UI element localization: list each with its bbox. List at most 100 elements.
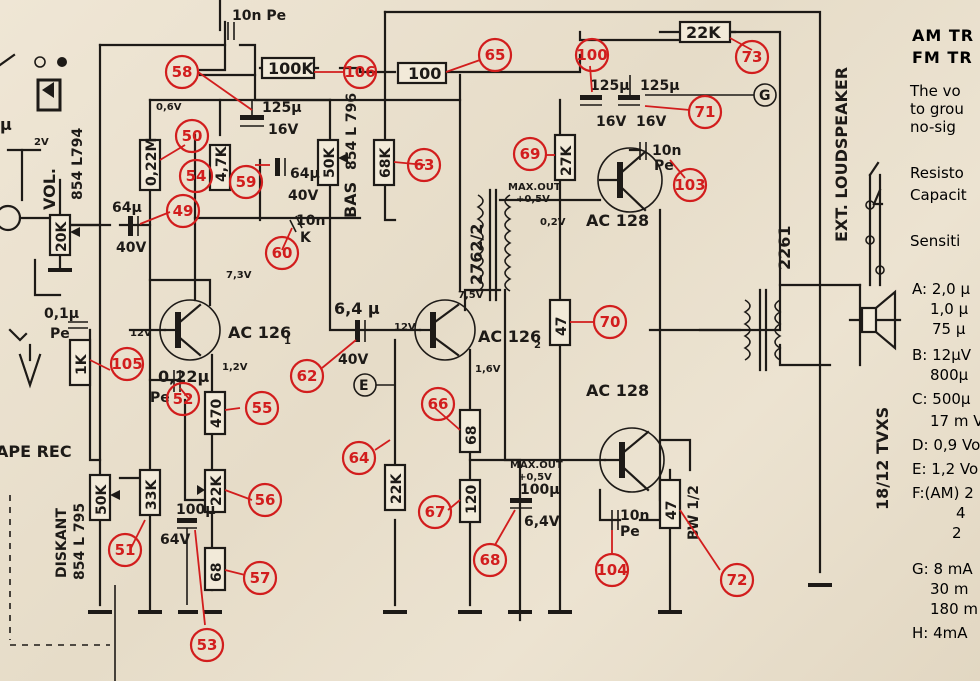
ref-number: 66	[428, 395, 449, 413]
ref-badge-49: 49	[165, 193, 201, 229]
ref-badge-53: 53	[189, 627, 225, 663]
label-v-12a: 12V	[130, 328, 152, 339]
note-line-2: to grou	[910, 100, 964, 118]
marker-e-icon	[353, 373, 395, 397]
label-q2-sub: 2	[534, 340, 541, 351]
ref-number: 64	[349, 449, 370, 467]
potentiometer-20k-vol	[48, 213, 72, 257]
resistor-100	[396, 61, 448, 85]
ref-number: 56	[255, 491, 276, 509]
ref-badge-68: 68	[472, 542, 508, 578]
label-c100b-v: 6,4V	[524, 514, 560, 530]
label-r-1k: 1K	[74, 353, 90, 375]
ref-badge-51: 51	[107, 532, 143, 568]
label-c125b-v: 16V	[596, 114, 626, 130]
label-disk-pot: 854 L 795	[72, 503, 88, 580]
tape-rec-jack-icon	[8, 328, 42, 389]
label-vol-pot: 854 L794	[70, 127, 86, 200]
sensitivity-line: 2	[952, 524, 962, 542]
label-r-68-a: 68	[209, 563, 225, 582]
selector-switch-icon	[6, 78, 62, 202]
label-r-20k: 20K	[54, 221, 70, 252]
ref-badge-106: 106	[342, 54, 378, 90]
resistor-33k	[138, 468, 162, 517]
label-c022-pe: Pe	[150, 390, 170, 406]
ref-number: 53	[197, 636, 218, 654]
header-fm: FM TR	[912, 48, 973, 67]
label-r-68k: 68K	[378, 147, 394, 178]
label-transformer-in: 2762/2	[467, 223, 486, 285]
label-vol: VOL.	[40, 168, 59, 210]
label-c022: 0,22μ	[158, 367, 209, 386]
label-c64c: 6,4 μ	[334, 299, 380, 318]
loudspeaker-icon	[860, 289, 897, 351]
label-c125a: 125μ	[262, 100, 302, 116]
note-line-3: no-sig	[910, 118, 956, 136]
transistor-ac128-a	[597, 147, 663, 213]
label-ext-speaker: EXT. LOUDSPEAKER	[832, 67, 851, 242]
sensitivity-line: 17 m V	[930, 412, 980, 430]
sensitivity-line: 180 m	[930, 600, 979, 618]
ref-number: 104	[596, 561, 627, 579]
ref-number: 58	[172, 63, 193, 81]
sensitivity-line: C: 500μ	[912, 390, 971, 408]
ref-number: 51	[115, 541, 136, 559]
label-r-22k-c: 22K	[389, 473, 405, 504]
capacitor-125u-a	[240, 100, 264, 127]
ref-badge-59: 59	[228, 164, 264, 200]
note-sensitivity: Sensiti	[910, 232, 961, 250]
ref-badge-70: 70	[592, 304, 628, 340]
ref-badge-50: 50	[174, 118, 210, 154]
capacitor-10n-k	[289, 215, 303, 233]
header-am: AM TR	[912, 26, 975, 45]
ref-number: 70	[600, 313, 621, 331]
label-c64b: 64μ	[112, 200, 142, 216]
ref-number: 49	[173, 202, 194, 220]
ref-number: 72	[727, 571, 748, 589]
label-bas: BAS	[341, 182, 360, 218]
spec-notes: AM TR FM TR The vo to grou no-sig Resist…	[900, 26, 980, 681]
label-r-47-a: 47	[554, 317, 570, 336]
capacitor-10n-pe-b	[611, 510, 619, 530]
label-r-27k: 27K	[559, 145, 575, 176]
ref-number: 105	[111, 355, 142, 373]
dashed-frame	[9, 495, 110, 646]
label-r-470: 470	[209, 399, 225, 428]
label-model: 18/12 TVXS	[873, 407, 892, 510]
potentiometer-50k-bas	[316, 138, 340, 187]
ref-badge-103: 103	[672, 167, 708, 203]
ref-badge-56: 56	[247, 482, 283, 518]
transistor-ac126-1	[159, 299, 221, 361]
capacitor-6-4u	[355, 320, 366, 342]
label-c64a: 64μ	[290, 166, 320, 182]
sensitivity-line: 75 μ	[932, 320, 966, 338]
ref-number: 65	[485, 46, 506, 64]
label-c01-pe: Pe	[50, 326, 70, 342]
resistor-68-a	[203, 546, 227, 592]
resistor-1k	[68, 338, 92, 387]
ref-badge-64: 64	[341, 440, 377, 476]
label-r-50k-bas: 50K	[322, 147, 338, 178]
ref-badge-66: 66	[420, 386, 456, 422]
resistor-100k	[260, 56, 316, 80]
label-c64b-v: 40V	[116, 240, 146, 256]
label-q2: AC 126	[478, 327, 541, 346]
label-c125b: 125μ	[590, 78, 630, 94]
ref-number: 100	[576, 46, 607, 64]
ref-badge-100: 100	[574, 37, 610, 73]
ref-badge-63: 63	[406, 147, 442, 183]
label-c100b: 100μ	[520, 482, 560, 498]
label-c100a: 100μ	[176, 502, 216, 518]
ref-badge-57: 57	[242, 560, 278, 596]
label-c64a-v: 40V	[288, 188, 318, 204]
capacitor-64u-a	[275, 158, 286, 176]
capacitor-100u-b	[510, 498, 532, 509]
sensitivity-line: B: 12μV	[912, 346, 972, 364]
label-r-33k: 33K	[144, 479, 160, 510]
sensitivity-line: G: 8 mA	[912, 560, 973, 578]
sensitivity-line: D: 0,9 Vo	[912, 436, 980, 454]
label-c64c-v: 40V	[338, 352, 368, 368]
ref-badge-52: 52	[165, 381, 201, 417]
